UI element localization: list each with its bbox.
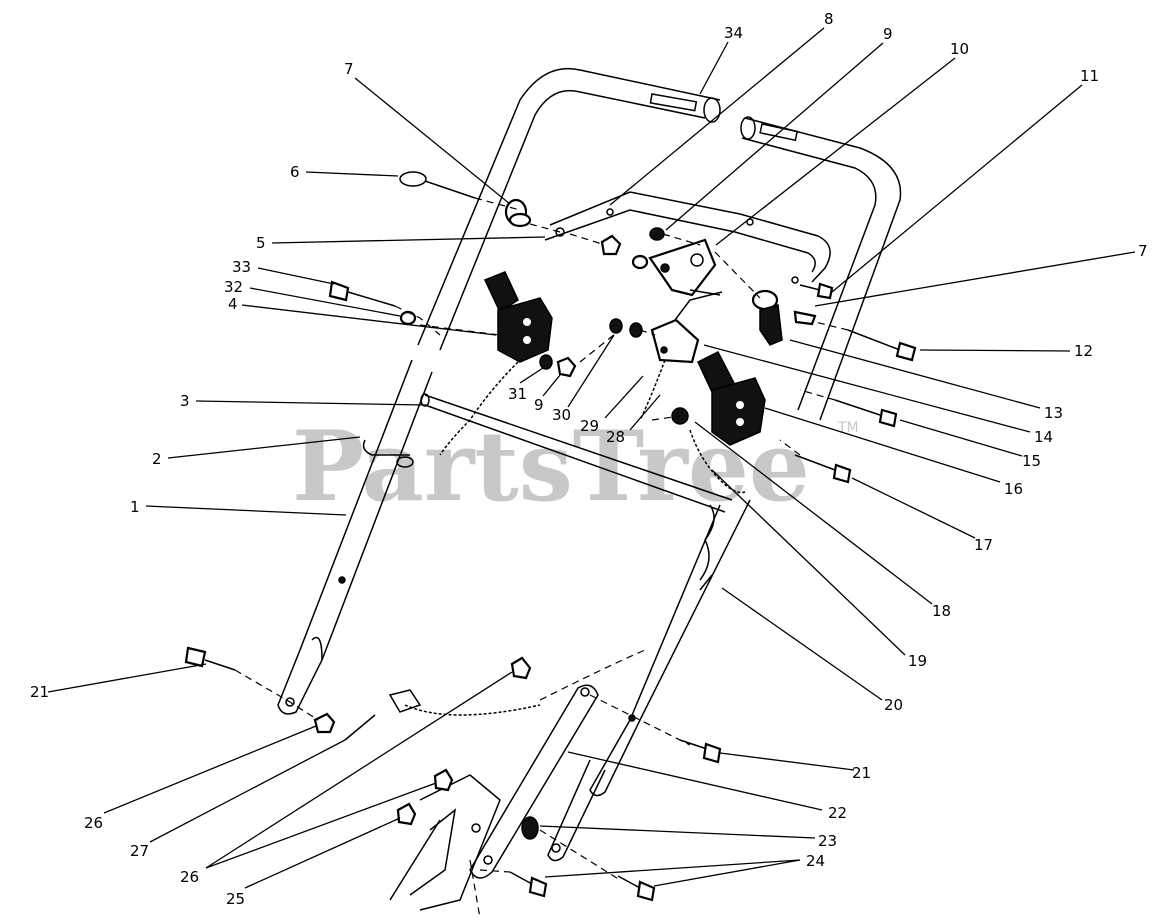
callout-8: 8 [824, 10, 834, 28]
callout-18: 18 [932, 602, 951, 620]
leader-lines [47, 27, 1136, 889]
callout-34: 34 [724, 24, 743, 42]
callout-13: 13 [1044, 404, 1063, 422]
cross-rod [420, 393, 733, 513]
callout-7: 7 [344, 60, 354, 78]
callout-27: 27 [130, 842, 149, 860]
spring [699, 504, 715, 591]
lower-handle-left [277, 359, 433, 715]
callout-5: 5 [256, 234, 266, 252]
callout-26b: 26 [180, 868, 199, 886]
callout-9: 9 [883, 25, 893, 43]
callout-28: 28 [606, 428, 625, 446]
callout-17: 17 [974, 536, 993, 554]
callout-30: 30 [552, 406, 571, 424]
callout-6: 6 [290, 163, 300, 181]
callout-16: 16 [1004, 480, 1023, 498]
callout-21: 21 [30, 683, 49, 701]
callout-23: 23 [818, 832, 837, 850]
callout-21b: 21 [852, 764, 871, 782]
deck-bracket [389, 774, 501, 918]
upper-handle [417, 67, 902, 421]
lower-handle-right [589, 499, 751, 797]
assembly-lines [234, 197, 849, 881]
callout-9b: 9 [534, 396, 544, 414]
callout-20: 20 [884, 696, 903, 714]
callout-2: 2 [152, 450, 162, 468]
callout-22: 22 [828, 804, 847, 822]
control-lever-left [483, 271, 553, 363]
callout-32: 32 [224, 278, 243, 296]
brace-bar [544, 191, 831, 284]
callout-29: 29 [580, 417, 599, 435]
callout-labels: 34 8 9 10 11 7 6 5 33 32 4 7 12 13 14 15… [30, 10, 1148, 908]
control-lever-right [697, 350, 766, 446]
callout-25: 25 [226, 890, 245, 908]
callout-10: 10 [950, 40, 969, 58]
callout-12: 12 [1074, 342, 1093, 360]
hardware [184, 171, 917, 902]
callout-3: 3 [180, 392, 190, 410]
callout-26: 26 [84, 814, 103, 832]
callout-11: 11 [1080, 67, 1099, 85]
callout-31: 31 [508, 385, 527, 403]
callout-7b: 7 [1138, 242, 1148, 260]
callout-14: 14 [1034, 428, 1053, 446]
callout-1: 1 [130, 498, 140, 516]
callout-4: 4 [228, 295, 238, 313]
callout-33: 33 [232, 258, 251, 276]
callout-19: 19 [908, 652, 927, 670]
lower-bracket-22 [469, 684, 606, 879]
callout-15: 15 [1022, 452, 1041, 470]
callout-24: 24 [806, 852, 825, 870]
